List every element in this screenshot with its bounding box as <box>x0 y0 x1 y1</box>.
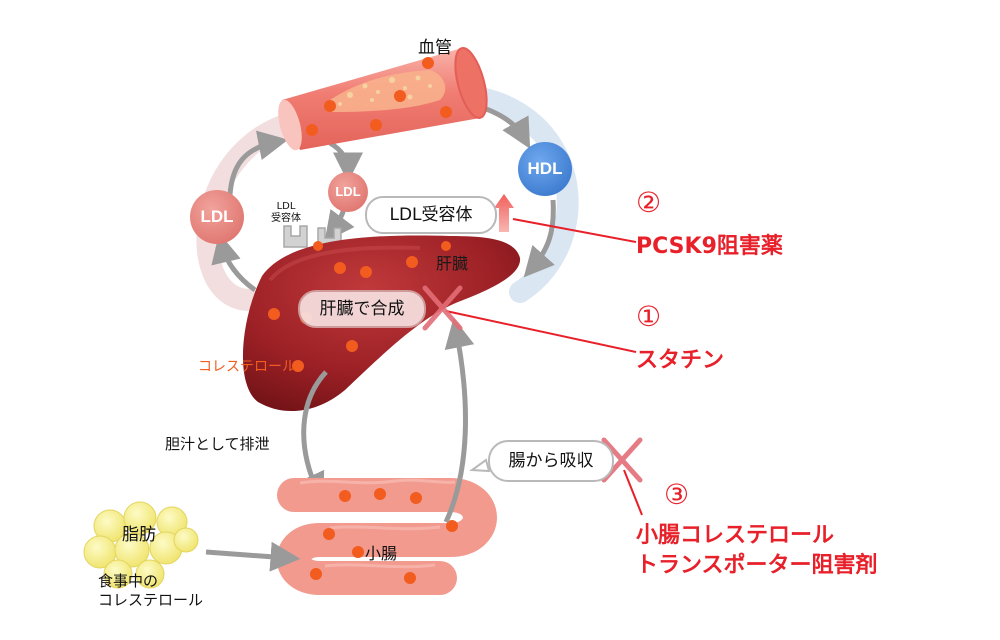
connector-transporter <box>623 469 643 516</box>
increase-arrow-icon <box>494 194 514 232</box>
drug-1-number: ① <box>636 300 662 333</box>
ldl-particle-right: LDL <box>328 172 368 212</box>
dietary-cholesterol-label: 食事中の コレステロール <box>98 572 204 609</box>
intestinal-absorption-label: 腸から吸収 <box>508 451 594 471</box>
cholesterol-label: コレステロール <box>198 359 296 375</box>
bile-excretion-label: 胆汁として排泄 <box>165 435 270 453</box>
arrow-ldl-to-vessel <box>227 130 289 196</box>
ldl-receptor-small-label: LDL 受容体 <box>271 201 301 224</box>
blood-vessel-label: 血管 <box>418 38 452 58</box>
liver-synthesis-label: 肝臓で合成 <box>319 299 405 319</box>
connector-pcsk9 <box>512 218 637 243</box>
drug-2-number: ② <box>636 186 662 219</box>
ldl-receptor-label: LDL受容体 <box>389 205 473 225</box>
intestinal-absorption-bubble: 腸から吸収 <box>488 440 614 482</box>
block-mark-synthesis <box>422 285 463 331</box>
arrow-liver-to-ldl <box>211 232 257 293</box>
arrow-absorption <box>443 317 475 524</box>
liver-label: 肝臓 <box>436 254 469 273</box>
hdl-particle: HDL <box>518 142 572 196</box>
liver-synthesis-bubble: 肝臓で合成 <box>298 290 426 328</box>
arrow-bile-excretion <box>296 370 328 504</box>
arrow-fat-to-intestine <box>205 541 301 572</box>
ldl-particle-left: LDL <box>190 190 244 244</box>
drug-2-name: PCSK9阻害薬 <box>636 234 783 259</box>
small-intestine-label: 小腸 <box>365 544 398 563</box>
drug-1-name: スタチン <box>636 348 725 373</box>
intestine-dots <box>310 488 458 584</box>
absorption-bubble-tail <box>469 458 491 473</box>
hdl-label: HDL <box>527 159 563 178</box>
arrow-hdl-to-liver <box>523 199 556 278</box>
ldl-right-label: LDL <box>335 184 361 199</box>
connector-statin <box>445 310 637 353</box>
blood-vessel <box>278 47 488 151</box>
fat-cluster <box>83 501 199 589</box>
drug-3-number: ③ <box>664 478 690 511</box>
fat-label: 脂肪 <box>122 525 156 545</box>
drug-3-name: 小腸コレステロール トランスポーター阻害剤 <box>636 523 878 578</box>
ldl-receptor-bubble: LDL受容体 <box>365 196 497 234</box>
ldl-left-label: LDL <box>200 207 234 226</box>
arrow-vessel-to-ldl <box>328 140 363 183</box>
